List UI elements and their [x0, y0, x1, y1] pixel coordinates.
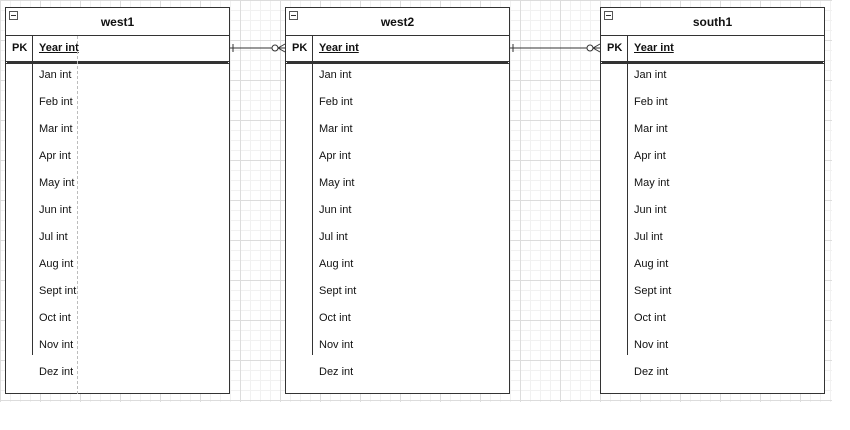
field-row[interactable]: Apr int	[634, 150, 666, 162]
field-row[interactable]: Oct int	[634, 312, 666, 324]
collapse-icon[interactable]	[289, 11, 298, 20]
field-row[interactable]: Jul int	[319, 231, 348, 243]
field-row[interactable]: Jun int	[634, 204, 667, 216]
field-row[interactable]: May int	[634, 177, 670, 189]
table-header[interactable]: south1	[601, 8, 824, 36]
pk-label: PK	[292, 42, 308, 54]
field-row[interactable]: Aug int	[634, 258, 669, 270]
table-west1[interactable]: west1 PK Year int Jan int Feb int Mar in…	[5, 7, 230, 394]
pk-label: PK	[12, 42, 28, 54]
table-header[interactable]: west1	[6, 8, 229, 36]
relationship-west2-south1[interactable]	[510, 43, 601, 53]
field-row[interactable]: Jun int	[39, 204, 72, 216]
field-row[interactable]: Jun int	[319, 204, 352, 216]
collapse-icon[interactable]	[9, 11, 18, 20]
field-list: Jan int Feb int Mar int Apr int May int …	[319, 62, 509, 386]
pk-label: PK	[607, 42, 623, 54]
key-column-divider	[312, 35, 313, 355]
field-row[interactable]: Dez int	[39, 366, 74, 378]
field-row[interactable]: Oct int	[319, 312, 351, 324]
field-row[interactable]: Sept int	[39, 285, 77, 297]
field-row[interactable]: Dez int	[319, 366, 354, 378]
primary-key-row[interactable]: PK Year int	[6, 36, 229, 64]
alignment-guide	[77, 36, 78, 394]
field-row[interactable]: Feb int	[634, 96, 668, 108]
relationship-west1-west2[interactable]	[230, 43, 286, 53]
table-title: south1	[692, 14, 733, 29]
field-row[interactable]: Jan int	[634, 69, 667, 81]
field-row[interactable]: Mar int	[319, 123, 353, 135]
field-row[interactable]: Feb int	[319, 96, 353, 108]
field-row[interactable]: Apr int	[319, 150, 351, 162]
field-row[interactable]: Apr int	[39, 150, 71, 162]
field-row[interactable]: Aug int	[319, 258, 354, 270]
field-row[interactable]: Mar int	[39, 123, 73, 135]
field-row[interactable]: Aug int	[39, 258, 74, 270]
field-row[interactable]: Jul int	[634, 231, 663, 243]
collapse-icon[interactable]	[604, 11, 613, 20]
table-west2[interactable]: west2 PK Year int Jan int Feb int Mar in…	[285, 7, 510, 394]
field-row[interactable]: May int	[319, 177, 355, 189]
pk-field: Year int	[319, 42, 359, 54]
field-row[interactable]: Jan int	[39, 69, 72, 81]
key-column-divider	[32, 35, 33, 355]
table-south1[interactable]: south1 PK Year int Jan int Feb int Mar i…	[600, 7, 825, 394]
relationship-layer	[230, 43, 601, 53]
primary-key-row[interactable]: PK Year int	[286, 36, 509, 64]
primary-key-row[interactable]: PK Year int	[601, 36, 824, 64]
field-row[interactable]: Dez int	[634, 366, 669, 378]
field-row[interactable]: May int	[39, 177, 75, 189]
table-header[interactable]: west2	[286, 8, 509, 36]
field-row[interactable]: Nov int	[319, 339, 354, 351]
field-row[interactable]: Oct int	[39, 312, 71, 324]
key-column-divider	[627, 35, 628, 355]
field-row[interactable]: Nov int	[634, 339, 669, 351]
field-row[interactable]: Jan int	[319, 69, 352, 81]
field-row[interactable]: Sept int	[634, 285, 672, 297]
field-row[interactable]: Sept int	[319, 285, 357, 297]
field-list: Jan int Feb int Mar int Apr int May int …	[634, 62, 824, 386]
diagram-canvas[interactable]: west1 PK Year int Jan int Feb int Mar in…	[0, 0, 832, 402]
pk-field: Year int	[39, 42, 79, 54]
field-row[interactable]: Mar int	[634, 123, 668, 135]
field-row[interactable]: Nov int	[39, 339, 74, 351]
field-row[interactable]: Feb int	[39, 96, 73, 108]
pk-field: Year int	[634, 42, 674, 54]
field-list: Jan int Feb int Mar int Apr int May int …	[39, 62, 229, 386]
table-title: west2	[380, 14, 415, 29]
table-title: west1	[100, 14, 135, 29]
field-row[interactable]: Jul int	[39, 231, 68, 243]
